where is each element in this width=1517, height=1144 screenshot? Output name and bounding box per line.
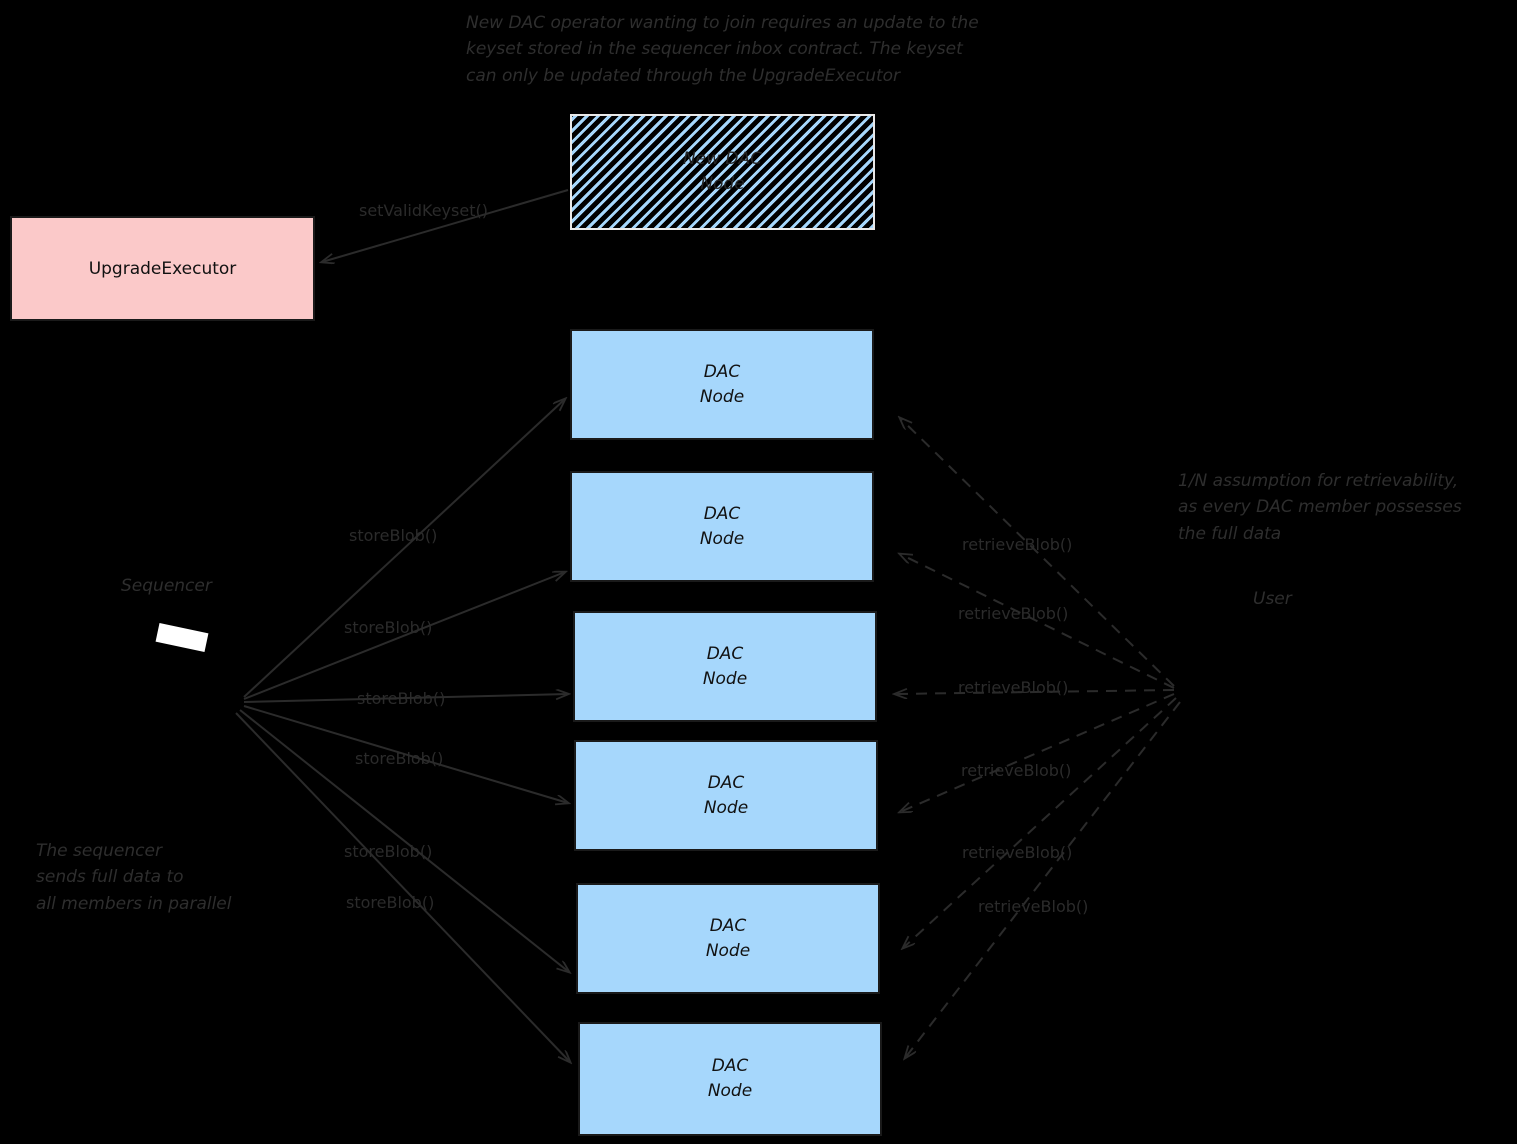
dac-node-2[interactable]: DAC Node (570, 471, 874, 582)
dac-node-4-line1: DAC (707, 772, 745, 793)
edge-label-retrieve-blob-2: retrieveBlob() (958, 604, 1069, 623)
dac-node-1-line1: DAC (703, 361, 741, 382)
new-dac-node-line2: Node (700, 174, 745, 194)
dac-node-6-line2: Node (707, 1081, 753, 1101)
dac-node-1-line2: Node (699, 386, 745, 407)
dac-node-4[interactable]: DAC Node (574, 740, 878, 851)
note-sequencer: The sequencer sends full data to all mem… (36, 841, 232, 914)
new-dac-node-line1: New DAC (682, 149, 763, 170)
dac-node-6-line1: DAC (711, 1056, 749, 1077)
note-keyset: New DAC operator wanting to join require… (466, 13, 979, 86)
edge-label-store-blob-5: storeBlob() (344, 842, 433, 861)
dac-node-2-line2: Node (699, 528, 745, 549)
edge-label-store-blob-1: storeBlob() (349, 526, 438, 545)
edge-label-retrieve-blob-5: retrieveBlob() (962, 843, 1073, 862)
actor-label-sequencer: Sequencer (121, 576, 212, 596)
dac-node-3-line2: Node (702, 668, 748, 689)
edge-label-store-blob-4: storeBlob() (355, 749, 444, 768)
edge-label-set-valid-keyset: setValidKeyset() (359, 201, 488, 220)
edge-set-valid-keyset (322, 189, 569, 262)
dac-node-5-line1: DAC (709, 915, 747, 936)
edge-label-retrieve-blob-6: retrieveBlob() (978, 897, 1089, 916)
box-upgrade-executor[interactable]: UpgradeExecutor (10, 216, 315, 321)
dac-node-5-line2: Node (705, 940, 751, 961)
upgrade-executor-label: UpgradeExecutor (88, 258, 237, 279)
edge-store-blob-group (235, 399, 570, 1062)
edge-label-retrieve-blob-1: retrieveBlob() (962, 535, 1073, 554)
edge-retrieve-blob-group (895, 418, 1181, 1058)
dac-node-4-line2: Node (703, 797, 749, 818)
edge-label-retrieve-blob-4: retrieveBlob() (961, 761, 1072, 780)
edge-label-store-blob-3: storeBlob() (357, 689, 446, 708)
actor-label-user: User (1253, 589, 1292, 609)
dac-node-3-line1: DAC (706, 643, 744, 664)
edge-label-store-blob-6: storeBlob() (346, 893, 435, 912)
dac-node-2-line1: DAC (703, 503, 741, 524)
dac-node-6[interactable]: DAC Node (578, 1022, 882, 1136)
note-retrievability: 1/N assumption for retrievability, as ev… (1178, 471, 1462, 544)
dac-node-1[interactable]: DAC Node (570, 329, 874, 440)
edge-label-retrieve-blob-3: retrieveBlob() (958, 678, 1069, 697)
edge-label-store-blob-2: storeBlob() (344, 618, 433, 637)
box-new-dac-node[interactable]: New DAC Node (570, 114, 875, 230)
dac-node-5[interactable]: DAC Node (576, 883, 880, 994)
dac-node-3[interactable]: DAC Node (573, 611, 877, 722)
